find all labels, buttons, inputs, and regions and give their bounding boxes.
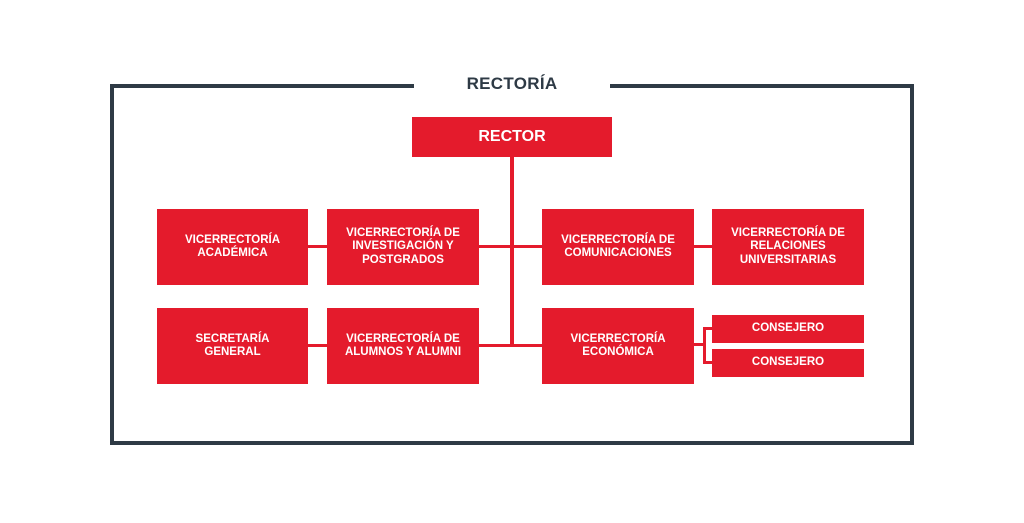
rector-box: RECTOR: [412, 117, 612, 157]
vicerrectoria-academica-box: VICERRECTORÍA ACADÉMICA: [157, 209, 308, 285]
rector-vertical-connector: [510, 157, 514, 347]
vicerrectoria-alumnos-box: VICERRECTORÍA DE ALUMNOS Y ALUMNI: [327, 308, 479, 384]
frame-title: RECTORÍA: [466, 74, 558, 93]
vicerrectoria-investigacion-box: VICERRECTORÍA DE INVESTIGACIÓN Y POSTGRA…: [327, 209, 479, 285]
frame-right-border: [910, 84, 914, 445]
frame-top-right-border: [610, 84, 914, 88]
secretaria-general-box: SECRETARÍA GENERAL: [157, 308, 308, 384]
vicerrectoria-comunicaciones-box: VICERRECTORÍA DE COMUNICACIONES: [542, 209, 694, 285]
consejero-bracket-bottom: [703, 361, 712, 364]
frame-bottom-border: [110, 441, 914, 445]
row1-horizontal-connector: [308, 245, 712, 248]
economica-consejero-connector: [693, 343, 705, 346]
vicerrectoria-economica-box: VICERRECTORÍA ECONÓMICA: [542, 308, 694, 384]
vicerrectoria-relaciones-box: VICERRECTORÍA DE RELACIONES UNIVERSITARI…: [712, 209, 864, 285]
consejero-box-2: CONSEJERO: [712, 349, 864, 377]
frame-top-left-border: [110, 84, 414, 88]
consejero-box-1: CONSEJERO: [712, 315, 864, 343]
consejero-bracket-top: [703, 327, 712, 330]
frame-left-border: [110, 84, 114, 445]
consejero-bracket-vertical: [703, 328, 706, 363]
